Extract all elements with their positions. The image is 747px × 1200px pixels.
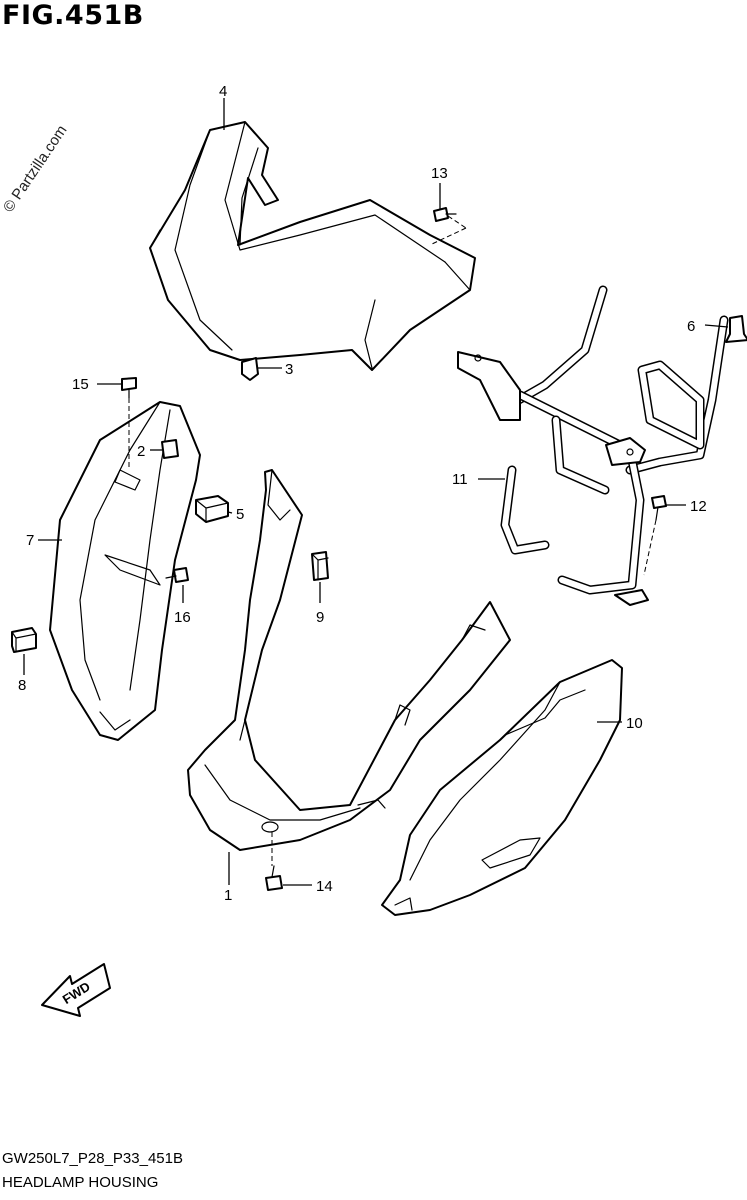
callout-11: 11 (452, 471, 468, 488)
callout-labels: 4 13 6 3 15 2 11 12 5 7 16 9 8 10 1 14 (18, 83, 707, 904)
callout-8: 8 (18, 677, 26, 694)
callout-6: 6 (687, 318, 695, 335)
callout-12: 12 (690, 498, 707, 515)
leader-lines (23, 98, 729, 886)
figure-title: FIG.451B (2, 0, 144, 31)
fwd-arrow: FWD (41, 963, 111, 1017)
part-16-screw[interactable] (165, 567, 189, 583)
part-9-pad[interactable] (311, 551, 329, 581)
section-title: HEADLAMP HOUSING (2, 1174, 159, 1191)
callout-10: 10 (626, 715, 643, 732)
callout-9: 9 (316, 609, 324, 626)
part-2-nut[interactable] (161, 439, 179, 459)
diagram-code: GW250L7_P28_P33_451B (2, 1150, 183, 1167)
callout-15: 15 (72, 376, 89, 393)
part-6-grommet[interactable] (725, 315, 747, 343)
part-10-side-cover[interactable] (381, 659, 623, 916)
part-5-pad[interactable] (195, 495, 229, 523)
part-1-under-cowl[interactable] (187, 469, 511, 851)
part-13-screw[interactable] (433, 207, 457, 222)
callout-13: 13 (431, 165, 448, 182)
callout-5: 5 (236, 506, 244, 523)
callout-1: 1 (224, 887, 232, 904)
part-8-pad[interactable] (11, 627, 37, 653)
part-15-screw[interactable] (121, 377, 137, 399)
callout-7: 7 (26, 532, 34, 549)
callout-3: 3 (285, 361, 293, 378)
callout-2: 2 (137, 443, 145, 460)
callout-16: 16 (174, 609, 191, 626)
part-3-clip[interactable] (241, 357, 259, 381)
part-12-bolt[interactable] (651, 495, 667, 521)
callout-14: 14 (316, 878, 333, 895)
part-11-frame-bracket[interactable] (457, 285, 729, 606)
callout-4: 4 (219, 83, 227, 100)
part-14-screw[interactable] (265, 865, 283, 891)
part-7-inner-panel[interactable] (49, 401, 201, 741)
part-4-upper-cowl[interactable] (149, 121, 476, 371)
